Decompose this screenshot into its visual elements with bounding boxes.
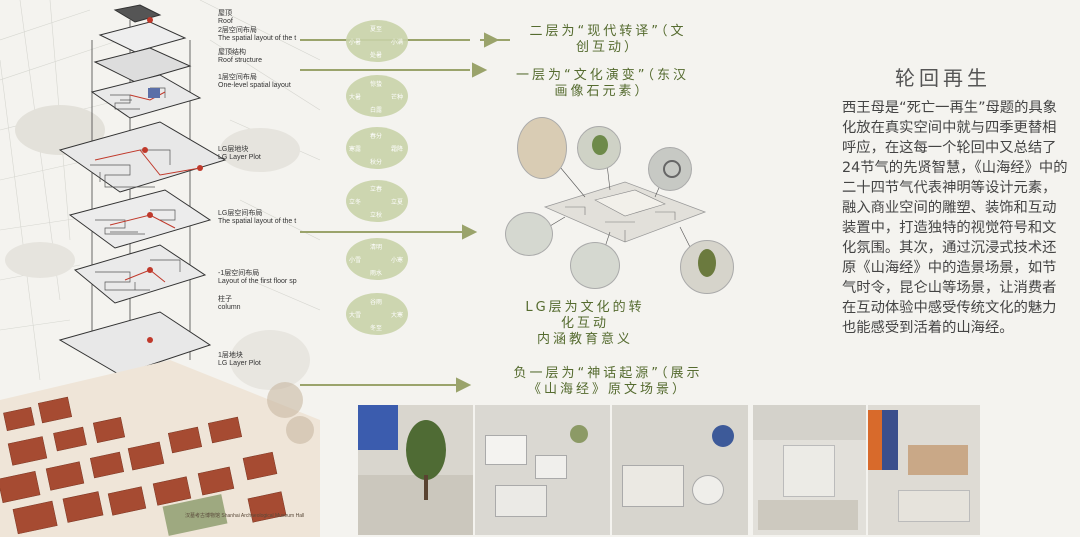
solar-term-circle: 大暑惊蛰芒种白露 xyxy=(346,75,408,117)
vignette-room xyxy=(505,212,553,256)
vignette-tree xyxy=(577,126,621,170)
headline-b1: 负一层为“神话起源”（展示《山海经》原文场景） xyxy=(513,366,703,397)
solar-term-circle: 立冬立春立夏立秋 xyxy=(346,180,408,222)
photo-exhibition xyxy=(475,405,610,535)
headline-lg: LG层为文化的转化互动内涵教育意义 xyxy=(525,300,645,347)
photo-terrace xyxy=(753,405,866,535)
site-caption: 汉墓考古博物馆 Shanhai Archaeological Museum Ha… xyxy=(185,513,305,519)
headline-2f: 二层为“现代转译”（文创互动） xyxy=(529,24,687,55)
solar-term-circle: 大雪谷雨大寒冬至 xyxy=(346,293,408,335)
vignette-shelf xyxy=(517,117,567,179)
lg-vignette-cluster xyxy=(505,112,745,297)
vignette-lantern xyxy=(648,147,692,191)
solar-term-circle: 小暑夏至小满处暑 xyxy=(346,20,408,62)
section-body: 西王母是“死亡一再生”母题的具象化放在真实空间中就与四季更替相呼应，在这每一个轮… xyxy=(842,100,1068,336)
photo-tree-hall xyxy=(358,405,473,535)
headline-1f: 一层为“文化演变”（东汉画像石元素） xyxy=(516,68,689,99)
solar-term-circle: 小雪清明小寒雨水 xyxy=(346,238,408,280)
vignette-tree-large xyxy=(680,240,734,294)
section-title: 轮回再生 xyxy=(895,66,991,90)
photo-interior xyxy=(868,405,980,535)
vignette-space xyxy=(570,242,620,289)
photo-gallery xyxy=(612,405,748,535)
solar-term-circle: 寒露春分霜降秋分 xyxy=(346,127,408,169)
